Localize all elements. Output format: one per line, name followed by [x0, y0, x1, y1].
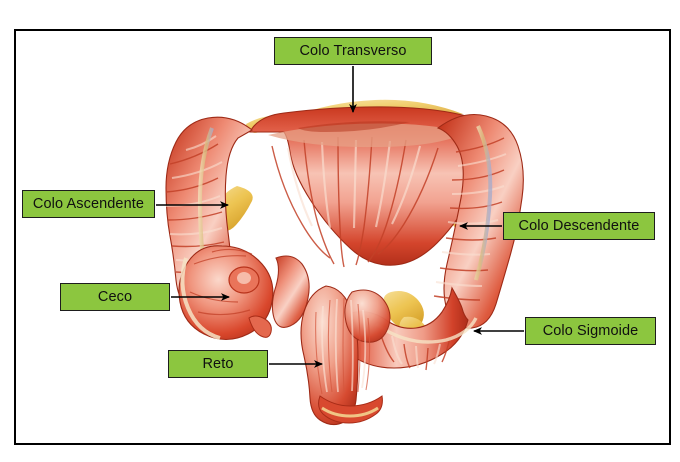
label-colo-ascendente[interactable]: Colo Ascendente	[22, 190, 155, 218]
label-colo-transverso[interactable]: Colo Transverso	[274, 37, 432, 65]
label-ceco[interactable]: Ceco	[60, 283, 170, 311]
label-colo-sigmoide[interactable]: Colo Sigmoide	[525, 317, 656, 345]
label-colo-descendente[interactable]: Colo Descendente	[503, 212, 655, 240]
label-reto[interactable]: Reto	[168, 350, 268, 378]
